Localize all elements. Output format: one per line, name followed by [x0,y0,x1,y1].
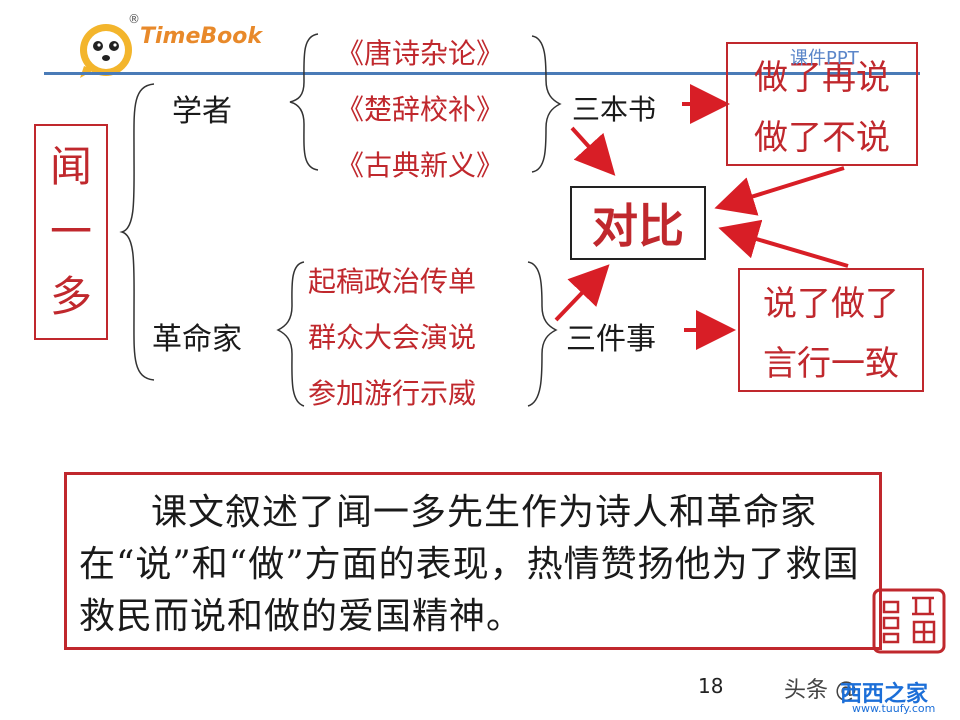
site-watermark: 西西之家 [840,682,929,707]
registered-mark: ® [128,12,140,26]
contrast-label: 对比 [592,199,684,253]
contrast-box: 对比 [570,186,706,260]
scholar-result-line-2: 做了不说 [754,117,890,158]
author-mark: 头条 @ [784,678,857,703]
name-char-1: 闻 [49,141,92,191]
revolutionary-result-line-1: 说了做了 [763,283,899,324]
revolutionary-label: 革命家 [152,322,242,357]
event-item-1: 起稿政治传单 [308,265,477,298]
header-divider [44,72,920,75]
book-item-1: 《唐诗杂论》 [336,37,505,70]
name-char-3: 多 [49,272,92,322]
event-item-2: 群众大会演说 [308,321,477,354]
three-books-label: 三本书 [572,93,657,126]
logo-text: TimeBook [140,24,263,49]
summary-box: 课文叙述了闻一多先生作为诗人和革命家在“说”和“做”方面的表现，热情赞扬他为了救… [64,472,882,650]
page-number: 18 [698,674,724,698]
scholar-result-box: 做了再说 做了不说 [726,42,918,166]
scholar-result-line-1: 做了再说 [754,57,890,98]
seal-stamp-icon [872,588,946,654]
three-events-label: 三件事 [566,322,656,357]
scholar-label: 学者 [172,94,232,129]
site-url: www.tuufy.com [852,702,936,715]
book-item-3: 《古典新义》 [336,149,505,182]
book-item-2: 《楚辞校补》 [336,93,505,126]
revolutionary-result-box: 说了做了 言行一致 [738,268,924,392]
event-item-3: 参加游行示威 [308,377,477,410]
revolutionary-result-line-2: 言行一致 [763,343,899,384]
timebook-logo-icon [80,24,132,78]
name-char-2: 一 [49,206,92,256]
watermark-text: 课件PPT [790,48,859,69]
summary-text: 课文叙述了闻一多先生作为诗人和革命家在“说”和“做”方面的表现，热情赞扬他为了救… [79,492,860,637]
name-box: 闻 一 多 [34,124,108,340]
